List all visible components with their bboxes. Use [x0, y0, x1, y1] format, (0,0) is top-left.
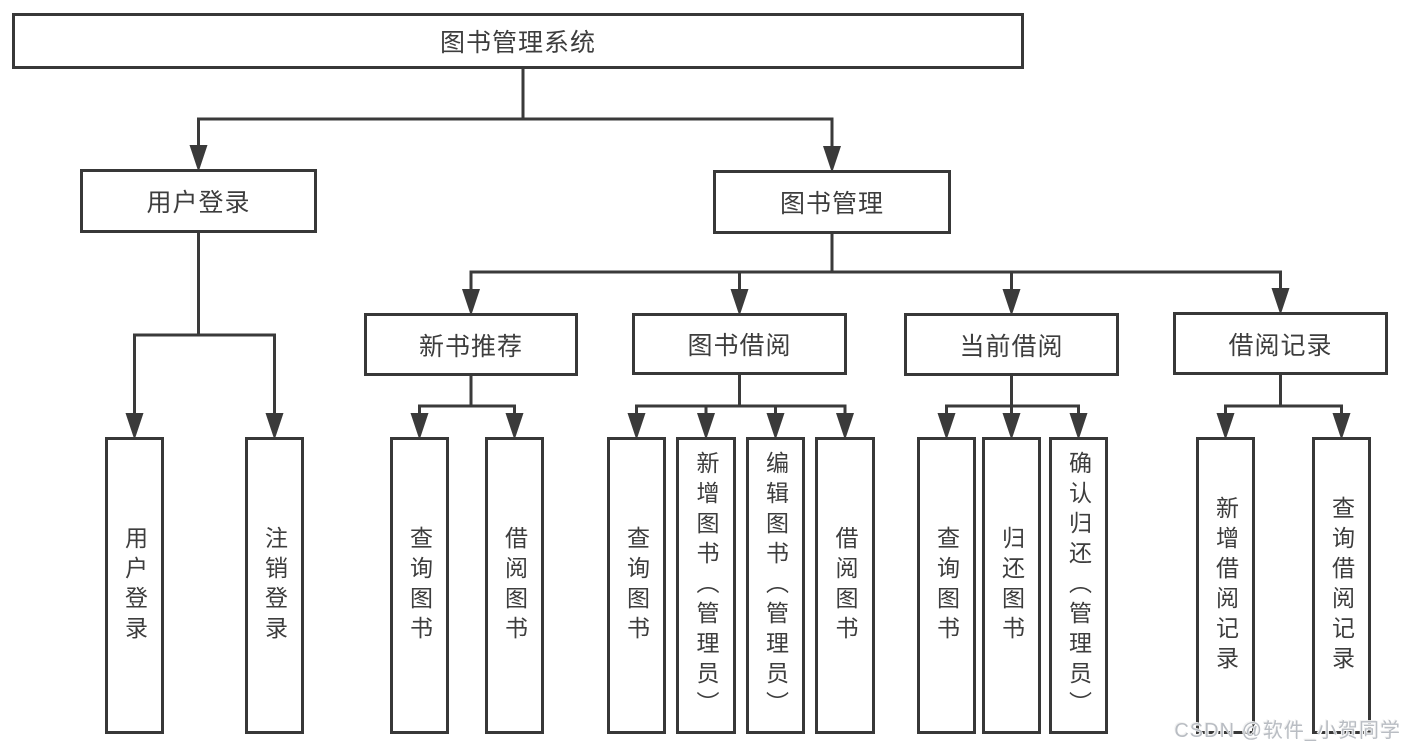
node-label-borrowing-records: 借阅记录: [1228, 331, 1333, 360]
node-query-books-a: 查询图书: [390, 437, 449, 734]
arrowhead-add-book-admin: [697, 413, 715, 440]
node-label-new-book-recommend: 新书推荐: [418, 332, 523, 361]
arrowhead-query-books-a: [410, 413, 429, 440]
arrowhead-current-borrowing: [1002, 289, 1021, 316]
arrowhead-query-books-c: [937, 413, 956, 440]
arrowhead-borrowing-records: [1271, 288, 1290, 315]
watermark: CSDN @软件_小贺同学: [1174, 720, 1401, 742]
node-label-confirm-return-admin: 确认归还（管理员）: [1065, 450, 1092, 721]
node-new-book-recommend: 新书推荐: [364, 313, 578, 376]
arrowhead-add-borrow-record: [1216, 413, 1235, 440]
node-label-logout-leaf: 注销登录: [261, 525, 288, 646]
node-label-book-borrowing: 图书借阅: [687, 332, 792, 360]
node-current-borrowing: 当前借阅: [904, 313, 1119, 376]
node-library-system: 图书管理系统: [12, 13, 1024, 69]
arrowhead-book-borrowing: [730, 289, 749, 316]
arrowhead-logout-leaf: [265, 413, 284, 440]
arrowhead-borrow-books-b: [836, 413, 854, 440]
node-query-borrow-record: 查询借阅记录: [1312, 437, 1371, 734]
arrowhead-new-book-recommend: [462, 289, 480, 316]
node-user-login: 用户登录: [80, 169, 317, 233]
arrowhead-edit-book-admin: [766, 413, 785, 440]
node-return-book: 归还图书: [982, 437, 1041, 734]
node-borrow-books-a: 借阅图书: [485, 437, 544, 734]
arrowhead-user-login: [189, 145, 208, 172]
node-borrow-books-b: 借阅图书: [815, 437, 875, 734]
node-label-add-borrow-record: 新增借阅记录: [1212, 495, 1239, 676]
node-edit-book-admin: 编辑图书（管理员）: [746, 437, 805, 734]
node-label-borrow-books-a: 借阅图书: [501, 525, 528, 646]
node-label-return-book: 归还图书: [998, 525, 1025, 646]
node-borrowing-records: 借阅记录: [1173, 312, 1388, 375]
node-label-user-login-leaf: 用户登录: [121, 525, 148, 646]
node-query-books-b: 查询图书: [607, 437, 666, 734]
node-label-query-borrow-record: 查询借阅记录: [1328, 495, 1355, 676]
node-add-borrow-record: 新增借阅记录: [1196, 437, 1255, 734]
arrowhead-book-management: [823, 146, 841, 173]
node-query-books-c: 查询图书: [917, 437, 976, 734]
node-label-edit-book-admin: 编辑图书（管理员）: [762, 450, 789, 721]
arrowhead-query-books-b: [627, 413, 646, 440]
node-label-current-borrowing: 当前借阅: [959, 332, 1064, 361]
node-add-book-admin: 新增图书（管理员）: [676, 437, 736, 734]
node-user-login-leaf: 用户登录: [105, 437, 164, 734]
arrowhead-user-login-leaf: [125, 413, 144, 440]
node-label-borrow-books-b: 借阅图书: [832, 525, 858, 646]
node-logout-leaf: 注销登录: [245, 437, 304, 734]
arrowhead-confirm-return-admin: [1069, 413, 1088, 440]
node-label-user-login: 用户登录: [146, 189, 251, 217]
node-confirm-return-admin: 确认归还（管理员）: [1049, 437, 1108, 734]
node-label-query-books-a: 查询图书: [406, 525, 433, 646]
node-book-borrowing: 图书借阅: [632, 313, 847, 375]
node-book-management: 图书管理: [713, 170, 951, 234]
arrowhead-query-borrow-record: [1332, 413, 1351, 440]
node-label-library-system: 图书管理系统: [439, 29, 596, 57]
arrowhead-return-book: [1002, 413, 1021, 440]
node-label-query-books-c: 查询图书: [933, 525, 960, 646]
node-label-query-books-b: 查询图书: [623, 525, 650, 646]
arrowhead-borrow-books-a: [505, 413, 524, 440]
node-label-book-management: 图书管理: [779, 190, 884, 218]
node-label-add-book-admin: 新增图书（管理员）: [693, 450, 719, 721]
